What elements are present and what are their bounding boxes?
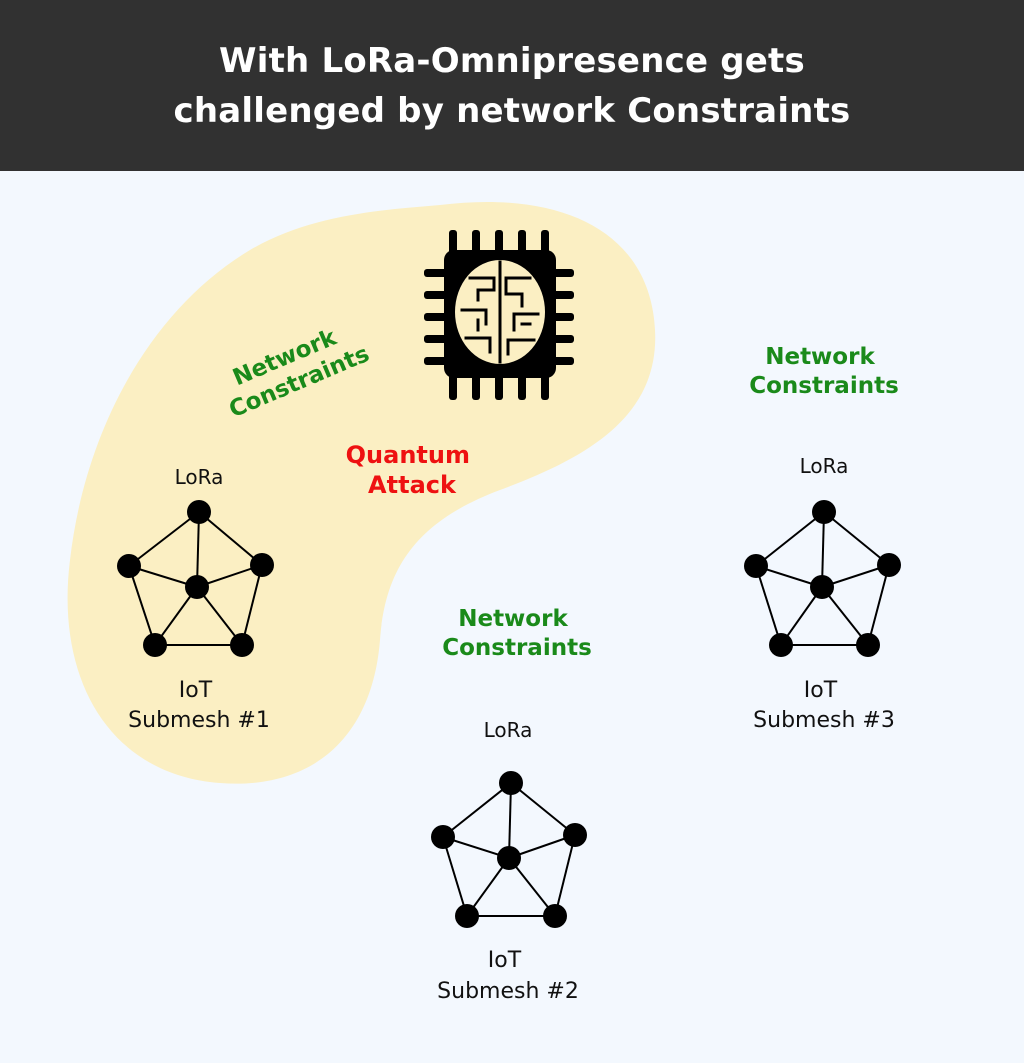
quantum-attack-label: Quantum Attack xyxy=(346,441,479,499)
mesh-hub-node xyxy=(810,575,834,599)
mesh-node xyxy=(744,554,768,578)
constraint-3-line-1: Network xyxy=(765,344,875,370)
mesh-node xyxy=(117,554,141,578)
constraint-3-line-2: Constraints xyxy=(749,373,899,399)
mesh-node xyxy=(769,633,793,657)
submesh-3: LoRa IoT Submesh #3 xyxy=(744,454,901,733)
mesh-node xyxy=(812,500,836,524)
diagram-canvas: Quantum Attack Network Constraints Netwo… xyxy=(67,201,901,1004)
constraint-2-line-2: Constraints xyxy=(442,635,592,661)
mesh-node xyxy=(563,823,587,847)
network-constraints-label-3: Network Constraints xyxy=(749,344,899,399)
attack-label-line-2: Attack xyxy=(368,471,457,499)
threat-zone xyxy=(67,201,656,784)
mesh-node xyxy=(856,633,880,657)
title-line-1: With LoRa-Omnipresence gets xyxy=(219,40,805,81)
mesh-node xyxy=(250,553,274,577)
mesh-node xyxy=(187,500,211,524)
constraint-2-line-1: Network xyxy=(458,606,568,632)
submesh-2-label: IoT Submesh #2 xyxy=(437,948,579,1004)
lora-label-1: LoRa xyxy=(175,465,224,489)
mesh-hub-node xyxy=(497,846,521,870)
lora-label-3: LoRa xyxy=(800,454,849,478)
quantum-chip-icon xyxy=(424,230,574,400)
submesh-1-label: IoT Submesh #1 xyxy=(128,678,270,733)
lora-label-2: LoRa xyxy=(484,718,533,742)
mesh-node xyxy=(499,771,523,795)
submesh-3-label: IoT Submesh #3 xyxy=(753,678,895,733)
mesh-node xyxy=(230,633,254,657)
mesh-node xyxy=(455,904,479,928)
submesh-2: LoRa IoT Submesh #2 xyxy=(431,718,587,1004)
mesh-node xyxy=(877,553,901,577)
mesh-node xyxy=(143,633,167,657)
mesh-hub-node xyxy=(185,575,209,599)
mesh-node xyxy=(431,825,455,849)
submesh-1: LoRa IoT Submesh #1 xyxy=(117,465,274,733)
title-line-2: challenged by network Constraints xyxy=(173,90,851,131)
mesh-node xyxy=(543,904,567,928)
page-title: With LoRa-Omnipresence gets challenged b… xyxy=(174,36,851,136)
title-bar: With LoRa-Omnipresence gets challenged b… xyxy=(0,0,1024,171)
attack-label-line-1: Quantum xyxy=(346,441,470,469)
network-constraints-label-2: Network Constraints xyxy=(442,606,592,661)
